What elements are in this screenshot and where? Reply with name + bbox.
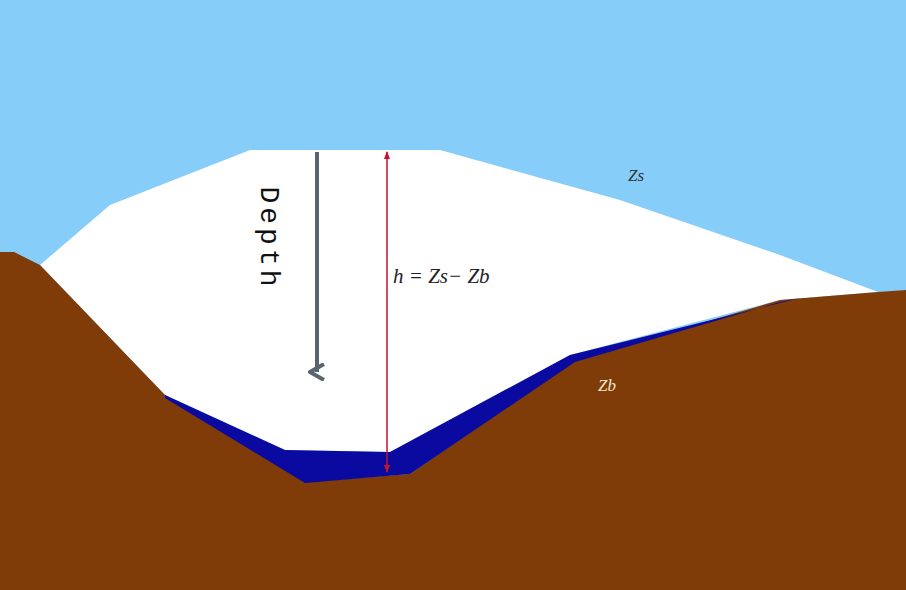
surface-elevation-label: Zs [628,166,644,186]
bed-elevation-label: Zb [598,376,616,396]
depth-arrow [315,152,319,372]
bedrock [0,252,906,590]
thickness-formula: h = Zs− Zb [393,264,490,289]
thickness-arrow [386,152,388,472]
subglacial-water [165,298,800,483]
depth-label: Depth [252,186,283,290]
